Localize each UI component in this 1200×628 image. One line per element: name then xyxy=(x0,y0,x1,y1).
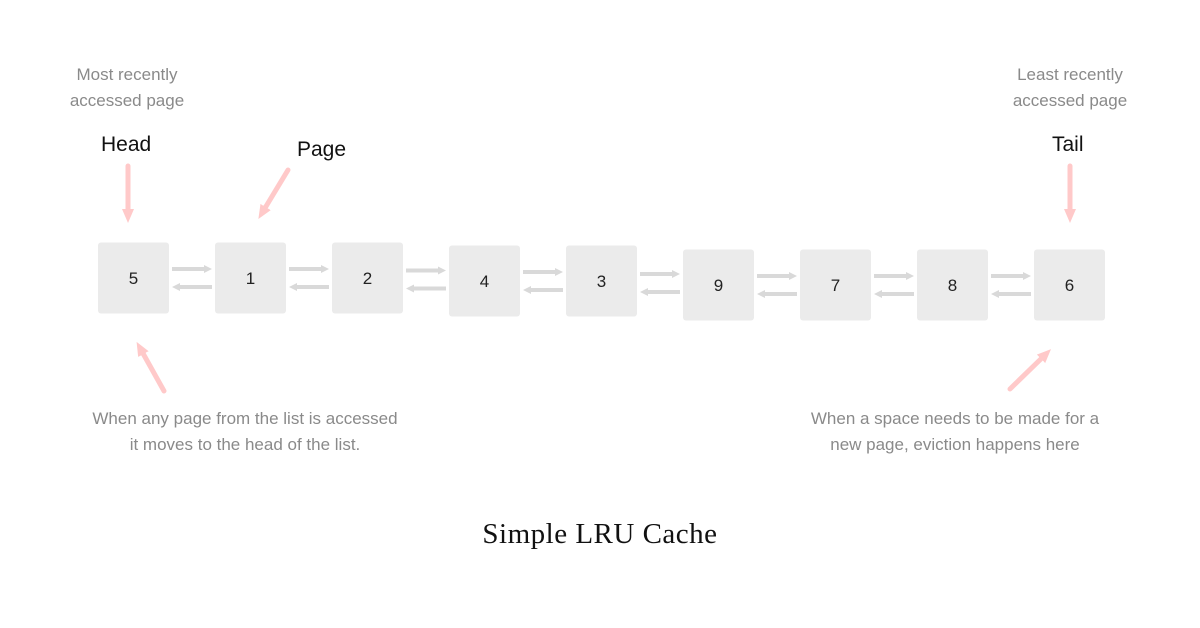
page-node-label: 1 xyxy=(246,269,255,288)
eviction-note-line1: When a space needs to be made for a xyxy=(810,409,1100,428)
page-node-box xyxy=(800,249,871,321)
page-node-box xyxy=(449,245,520,317)
page-node: 8 xyxy=(917,249,988,321)
page-node-label: 8 xyxy=(948,276,957,295)
page-node-box xyxy=(566,245,637,317)
most-recent-note: Most recently accessed page xyxy=(52,62,202,114)
eviction-pointer-arrow xyxy=(1007,349,1052,392)
page-label: Page xyxy=(297,138,347,161)
access-note-line2: it moves to the head of the list. xyxy=(129,435,361,454)
tail-label: Tail xyxy=(1052,133,1084,156)
page-node-label: 2 xyxy=(363,269,372,288)
page-node-label: 3 xyxy=(597,272,606,291)
page-node-box xyxy=(1034,249,1105,321)
access-note: When any page from the list is accessed … xyxy=(60,406,430,458)
head-label: Head xyxy=(101,133,152,156)
least-recent-note: Least recently accessed page xyxy=(995,62,1145,114)
most-recent-note-line1: Most recently xyxy=(76,65,178,84)
page-nodes: 5 1 2 4 3 9 7 8 6 xyxy=(98,242,1105,321)
most-recent-note-line2: accessed page xyxy=(69,91,185,110)
access-pointer-arrow xyxy=(136,341,167,394)
page-node-label: 7 xyxy=(831,276,840,295)
link-arrows xyxy=(172,265,1031,298)
page-node: 3 xyxy=(566,245,637,317)
page-node: 1 xyxy=(215,242,286,314)
eviction-note: When a space needs to be made for a new … xyxy=(790,406,1120,458)
least-recent-note-line2: accessed page xyxy=(1012,91,1128,110)
page-node-label: 4 xyxy=(480,272,489,291)
page-node-label: 6 xyxy=(1065,276,1074,295)
eviction-note-line2: new page, eviction happens here xyxy=(830,435,1080,454)
page-node-box xyxy=(917,249,988,321)
page-pointer-arrow xyxy=(258,167,291,219)
page-node-box xyxy=(332,242,403,314)
page-node-box xyxy=(683,249,754,321)
page-node-box xyxy=(98,242,169,314)
access-note-line1: When any page from the list is accessed xyxy=(92,409,398,428)
page-node: 4 xyxy=(449,245,520,317)
least-recent-note-line1: Least recently xyxy=(1017,65,1123,84)
diagram-title: Simple LRU Cache xyxy=(482,518,718,550)
page-node: 7 xyxy=(800,249,871,321)
page-node-label: 5 xyxy=(129,269,138,288)
page-node: 5 xyxy=(98,242,169,314)
page-node: 9 xyxy=(683,249,754,321)
page-node-box xyxy=(215,242,286,314)
page-node-label: 9 xyxy=(714,276,723,295)
page-node: 6 xyxy=(1034,249,1105,321)
page-node: 2 xyxy=(332,242,403,314)
